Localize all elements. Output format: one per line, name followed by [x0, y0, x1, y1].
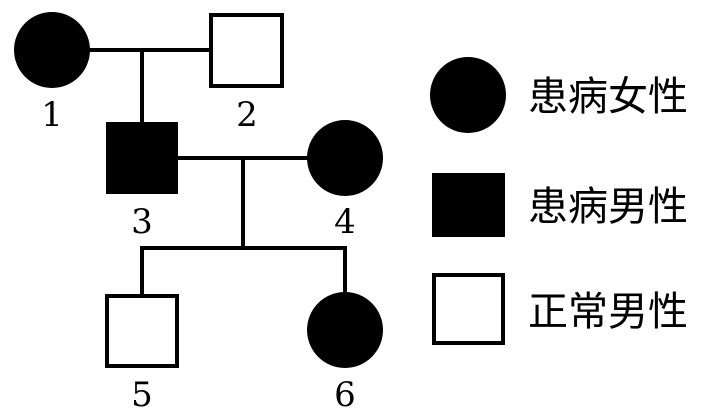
legend-affected-male-label: 患病男性 — [528, 184, 688, 230]
label-1: 1 — [41, 95, 63, 135]
legend: 患病女性 患病男性 正常男性 — [430, 57, 688, 345]
individual-5-normal-male — [105, 294, 179, 368]
individual-6-affected-female — [307, 292, 383, 368]
label-2: 2 — [236, 95, 258, 135]
label-3: 3 — [131, 202, 153, 242]
legend-normal-male-symbol — [432, 273, 505, 345]
label-5: 5 — [131, 375, 153, 415]
label-6: 6 — [334, 375, 356, 415]
individual-4-affected-female — [307, 120, 383, 196]
legend-affected-female-label: 患病女性 — [528, 74, 688, 120]
individual-3-affected-male — [106, 122, 178, 194]
individual-2-normal-male — [209, 13, 284, 88]
pedigree-lines — [88, 48, 347, 295]
legend-affected-female-symbol — [430, 57, 506, 133]
individual-1-affected-female — [14, 12, 90, 88]
legend-normal-male-label: 正常男性 — [528, 289, 688, 335]
label-4: 4 — [334, 202, 356, 242]
legend-affected-male-symbol — [432, 173, 505, 237]
